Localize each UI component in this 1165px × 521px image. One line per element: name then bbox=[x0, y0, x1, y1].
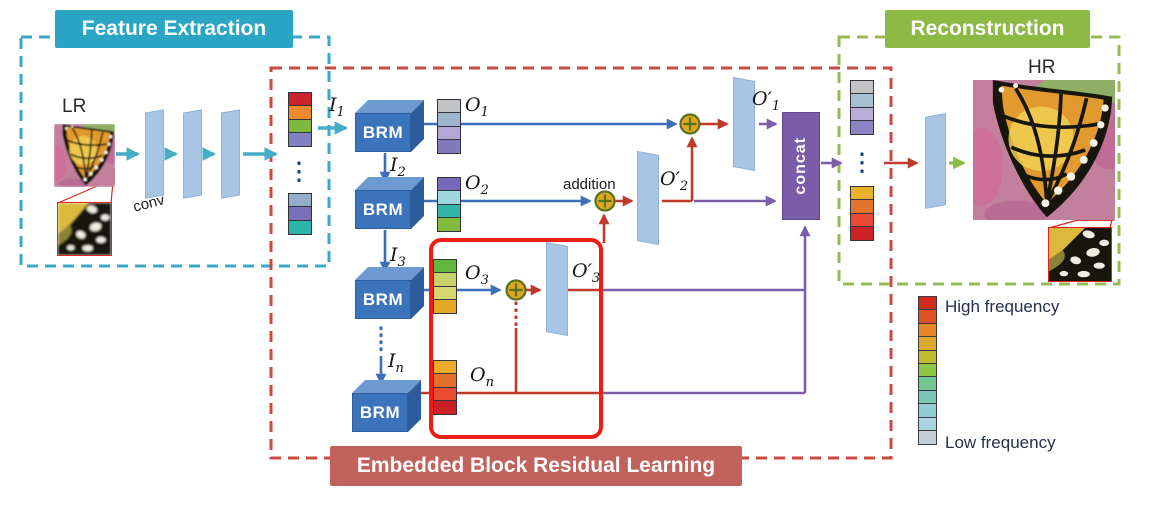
brm-label: BRM bbox=[355, 113, 411, 152]
hr-zoom-inset bbox=[1048, 227, 1112, 282]
feature-cell bbox=[433, 299, 457, 315]
brm-label: BRM bbox=[355, 190, 411, 229]
addition-node-3 bbox=[505, 279, 527, 301]
feature-cell bbox=[437, 217, 461, 233]
addition-label: addition bbox=[563, 176, 616, 193]
brm-top-face bbox=[355, 267, 424, 280]
brm-block-3: BRM bbox=[355, 267, 424, 319]
addition-nodes bbox=[505, 113, 701, 301]
label-on: On bbox=[470, 364, 494, 390]
label-o1-prime: O′1 bbox=[752, 88, 781, 114]
blue-arrows bbox=[375, 118, 678, 385]
label-i3: I3 bbox=[390, 244, 406, 270]
input-feature-column-top bbox=[288, 92, 312, 148]
o1-feature-column bbox=[437, 99, 461, 155]
brm-block-1: BRM bbox=[355, 100, 424, 152]
red-arrows bbox=[404, 118, 919, 395]
feature-cell bbox=[918, 430, 937, 446]
output-feature-column-bottom bbox=[850, 186, 874, 242]
hr-image bbox=[973, 80, 1115, 220]
label-o3-prime: O′3 bbox=[572, 260, 601, 286]
label-in: In bbox=[388, 350, 404, 376]
brm-label: BRM bbox=[352, 393, 408, 432]
upsample-slab-3 bbox=[546, 242, 568, 336]
feature-extraction-banner: Feature Extraction bbox=[55, 10, 293, 48]
reconstruction-dashed-box bbox=[837, 35, 1121, 286]
output-feature-column-top bbox=[850, 80, 874, 136]
frequency-legend-bar bbox=[918, 296, 937, 446]
teal-arrows bbox=[116, 121, 349, 161]
on-feature-column bbox=[433, 360, 457, 416]
feature-cell bbox=[850, 226, 874, 242]
feature-cell bbox=[437, 139, 461, 155]
legend-high-frequency-label: High frequency bbox=[945, 297, 1060, 316]
addition-node-1 bbox=[679, 113, 701, 135]
label-i2: I2 bbox=[390, 154, 406, 180]
feature-cell bbox=[288, 219, 312, 235]
input-feature-column-bottom bbox=[288, 193, 312, 235]
label-o2: O2 bbox=[465, 172, 489, 198]
label-o3: O3 bbox=[465, 262, 489, 288]
brm-block-n: BRM bbox=[352, 380, 421, 432]
recursive-block-highlight-box bbox=[429, 238, 603, 439]
ebrl-banner: Embedded Block Residual Learning bbox=[330, 446, 742, 486]
feature-cell bbox=[850, 120, 874, 136]
purple-arrows bbox=[602, 118, 843, 395]
reconstruction-banner: Reconstruction bbox=[885, 10, 1090, 48]
legend-low-frequency-label: Low frequency bbox=[945, 433, 1056, 452]
brm-top-face bbox=[355, 177, 424, 190]
upsample-slab-2 bbox=[637, 151, 659, 245]
brm-side-face bbox=[408, 380, 421, 432]
conv-layer-1 bbox=[145, 109, 164, 199]
o2-feature-column bbox=[437, 177, 461, 233]
lr-image bbox=[54, 124, 115, 187]
feature-cell bbox=[288, 132, 312, 148]
conv-layer-3 bbox=[221, 109, 240, 199]
lr-label: LR bbox=[62, 96, 87, 117]
concat-label: concat bbox=[792, 137, 809, 195]
brm-side-face bbox=[411, 267, 424, 319]
concat-block: concat bbox=[782, 112, 820, 220]
hr-label: HR bbox=[1028, 57, 1056, 78]
addition-node-2 bbox=[594, 190, 616, 212]
brm-top-face bbox=[352, 380, 421, 393]
feature-cell bbox=[433, 400, 457, 416]
label-o1: O1 bbox=[465, 94, 489, 120]
label-i1: I1 bbox=[329, 94, 345, 120]
brm-label: BRM bbox=[355, 280, 411, 319]
reconstruction-conv-slab bbox=[925, 113, 946, 209]
brm-side-face bbox=[411, 177, 424, 229]
brm-side-face bbox=[411, 100, 424, 152]
lr-zoom-inset bbox=[57, 202, 112, 256]
brm-top-face bbox=[355, 100, 424, 113]
conv-layer-2 bbox=[183, 109, 202, 199]
label-o2-prime: O′2 bbox=[660, 168, 689, 194]
o3-feature-column bbox=[433, 259, 457, 315]
brm-block-2: BRM bbox=[355, 177, 424, 229]
